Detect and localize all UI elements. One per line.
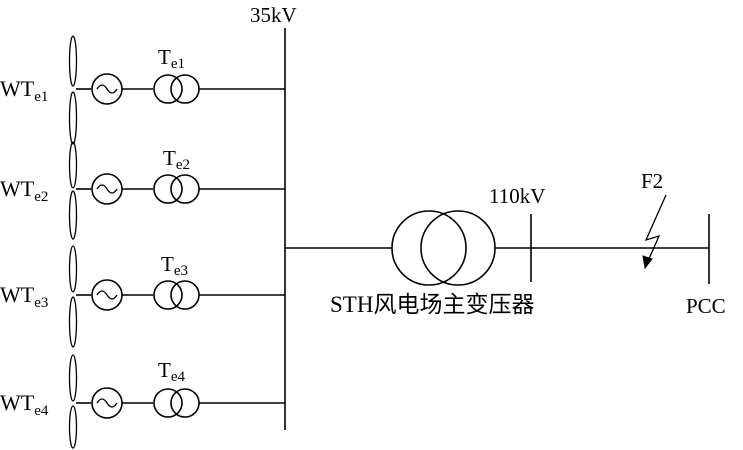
transformer-label-sub: e4: [171, 369, 186, 385]
transformer-label: Te3: [161, 252, 188, 279]
transformer-icon: [153, 174, 200, 204]
wind-turbine-icon: [68, 141, 78, 240]
turbine-label-sub: e4: [34, 403, 49, 419]
turbine-label-prefix: WT: [0, 390, 35, 415]
generator-icon: [91, 279, 123, 311]
wind-turbine-icon: [68, 245, 78, 348]
transformer-label: Te1: [158, 45, 185, 72]
transformer-label: Te4: [158, 358, 185, 385]
turbine-label-sub: e2: [34, 189, 48, 205]
turbine-label-prefix: WT: [0, 176, 35, 201]
generator-icon: [91, 387, 123, 419]
generator-icon: [91, 173, 123, 205]
main-transformer-icon: [391, 210, 496, 286]
bus-35kv-label: 35kV: [250, 3, 297, 27]
wind-turbine-icon: [68, 35, 78, 145]
turbine-label-prefix: WT: [0, 76, 35, 101]
transformer-icon: [153, 74, 200, 104]
transformer-label-prefix: T: [158, 45, 171, 69]
transformer-label-sub: e2: [176, 157, 190, 173]
turbine-label: WTe1: [0, 76, 48, 105]
pcc-label: PCC: [686, 294, 726, 318]
branch-2: WTe2 Te2: [0, 141, 285, 240]
transformer-label-prefix: T: [163, 146, 176, 170]
bus-110kv-label: 110kV: [489, 184, 545, 208]
transformer-label: Te2: [163, 146, 190, 173]
transformer-label-sub: e1: [171, 56, 185, 72]
transformer-label-sub: e3: [174, 263, 188, 279]
transformer-label-prefix: T: [161, 252, 174, 276]
transformer-label-prefix: T: [158, 358, 171, 382]
generator-icon: [91, 73, 123, 105]
transformer-icon: [153, 388, 200, 418]
turbine-label: WTe2: [0, 176, 48, 205]
turbine-label-sub: e3: [34, 295, 48, 311]
transformer-icon: [153, 280, 200, 310]
turbine-label: WTe4: [0, 390, 49, 419]
wind-turbine-icon: [68, 354, 78, 449]
turbine-label-sub: e1: [34, 89, 48, 105]
turbine-label: WTe3: [0, 282, 48, 311]
fault-label: F2: [641, 169, 663, 193]
fault-lightning-icon: [642, 194, 667, 270]
turbine-label-prefix: WT: [0, 282, 35, 307]
branch-3: WTe3 Te3: [0, 245, 285, 348]
main-transformer-label: STH风电场主变压器: [330, 292, 534, 317]
branch-4: WTe4 Te4: [0, 354, 285, 449]
branch-1: WTe1 Te1: [0, 35, 285, 145]
